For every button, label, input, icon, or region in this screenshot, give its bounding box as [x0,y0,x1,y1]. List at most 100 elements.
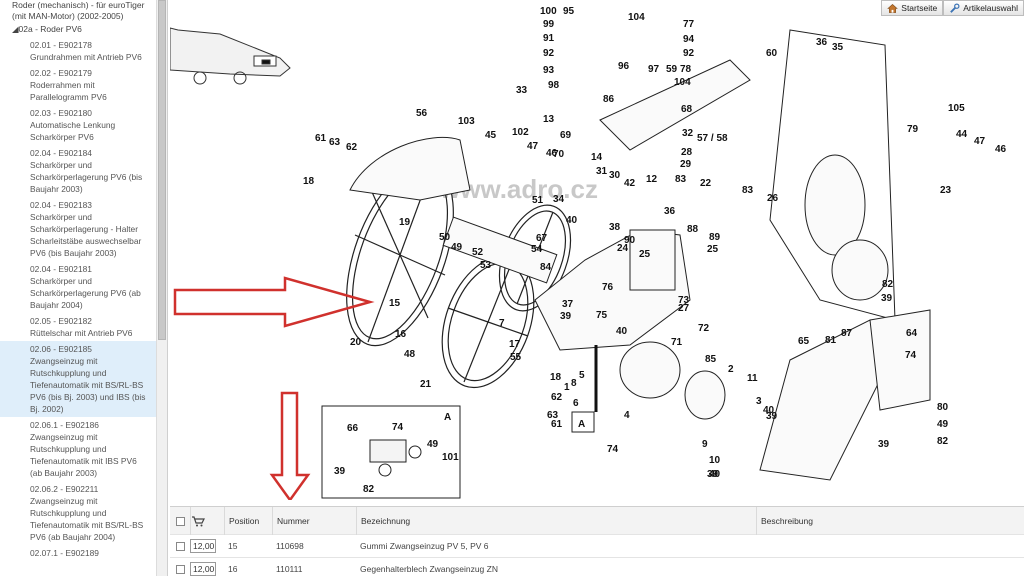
row-checkbox[interactable] [176,542,185,552]
part-number-label[interactable]: 24 [617,243,629,254]
part-number-label[interactable]: 100 [540,6,557,17]
part-number-label[interactable]: 61 [315,133,327,144]
part-number-label[interactable]: 93 [543,65,555,76]
header-description[interactable]: Beschreibung [756,506,1024,535]
part-number-label[interactable]: 32 [682,128,694,139]
part-number-label[interactable]: 99 [543,19,555,30]
part-number-label[interactable]: 75 [596,310,608,321]
part-number-label[interactable]: 39 [707,469,719,480]
part-number-label[interactable]: 90 [624,235,636,246]
part-number-label[interactable]: 63 [547,410,559,421]
part-number-label[interactable]: 13 [543,114,555,125]
part-number-label[interactable]: 52 [472,247,484,258]
row-qty[interactable] [190,562,224,576]
part-number-label[interactable]: 6 [573,398,579,409]
part-number-label[interactable]: 59 [666,64,678,75]
part-number-label[interactable]: 76 [602,282,614,293]
quantity-input[interactable] [190,539,216,553]
part-number-label[interactable]: 10 [709,455,721,466]
part-number-label[interactable]: 87 [841,328,853,339]
part-number-label[interactable]: 37 [562,299,574,310]
part-number-label[interactable]: 84 [540,262,552,273]
part-number-label[interactable]: 11 [747,373,758,384]
part-number-label[interactable]: 44 [956,129,968,140]
part-number-label[interactable]: 5 [579,370,585,381]
part-number-label[interactable]: 49 [937,419,949,430]
sidebar-scrollbar[interactable] [156,0,167,576]
part-number-label[interactable]: 46 [995,144,1007,155]
part-number-label[interactable]: 36 [816,37,828,48]
part-number-label[interactable]: 20 [350,337,362,348]
part-number-label[interactable]: 85 [705,354,717,365]
part-number-label[interactable]: 94 [683,34,695,45]
part-number-label[interactable]: 33 [516,85,528,96]
part-number-label[interactable]: 66 [347,423,359,434]
part-number-label[interactable]: 40 [616,326,628,337]
header-designation[interactable]: Bezeichnung [356,506,756,535]
part-number-label[interactable]: 54 [531,244,543,255]
tree-item[interactable]: 02.07.1 - E902189 [0,545,156,561]
part-number-label[interactable]: 83 [675,174,687,185]
part-number-label[interactable]: 7 [499,318,505,329]
part-number-label[interactable]: 31 [596,166,608,177]
part-number-label[interactable]: 104 [628,12,645,23]
part-number-label[interactable]: 67 [536,233,548,244]
part-number-label[interactable]: 74 [905,350,917,361]
part-number-label[interactable]: 1 [564,382,570,393]
header-number[interactable]: Nummer [272,506,356,535]
part-number-label[interactable]: 45 [485,130,497,141]
part-number-label[interactable]: 56 [416,108,428,119]
part-number-label[interactable]: 8 [571,378,577,389]
part-number-label[interactable]: 74 [607,444,619,455]
part-number-label[interactable]: 12 [646,174,658,185]
part-number-label[interactable]: 53 [480,260,492,271]
quantity-input[interactable] [190,562,216,576]
part-number-label[interactable]: 26 [767,193,779,204]
part-number-label[interactable]: 63 [329,137,341,148]
part-number-label[interactable]: 79 [907,124,919,135]
part-number-label[interactable]: 42 [624,178,636,189]
select-all-checkbox[interactable] [176,516,185,526]
part-number-label[interactable]: 21 [420,379,432,390]
part-number-label[interactable]: 25 [707,244,719,255]
part-number-label[interactable]: 62 [551,392,563,403]
row-select[interactable] [176,564,190,575]
part-number-label[interactable]: 27 [678,303,690,314]
part-number-label[interactable]: 98 [548,80,560,91]
part-number-label[interactable]: 81 [825,335,837,346]
part-number-label[interactable]: 102 [512,127,529,138]
part-number-label[interactable]: 25 [639,249,651,260]
part-number-label[interactable]: 16 [395,329,407,340]
part-number-label[interactable]: 40 [709,469,721,480]
part-number-label[interactable]: 46 [546,148,558,159]
part-number-label[interactable]: 36 [664,206,676,217]
part-number-label[interactable]: 60 [766,48,778,59]
part-number-label[interactable]: 104 [674,77,691,88]
part-number-label[interactable]: 82 [882,279,894,290]
part-number-label[interactable]: 39 [766,411,778,422]
part-number-label[interactable]: 82 [363,484,375,495]
part-number-label[interactable]: 49 [451,242,463,253]
part-number-label[interactable]: 28 [681,147,693,158]
part-number-label[interactable]: 86 [603,94,615,105]
part-number-label[interactable]: 96 [618,61,630,72]
part-number-label[interactable]: 73 [678,295,690,306]
row-qty[interactable] [190,539,224,553]
part-number-label[interactable]: 40 [763,405,775,416]
part-number-label[interactable]: 62 [346,142,358,153]
part-number-label[interactable]: 14 [591,152,603,163]
part-number-label[interactable]: 48 [404,349,416,360]
part-number-label[interactable]: 88 [687,224,699,235]
part-number-label[interactable]: 55 [510,352,522,363]
part-number-label[interactable]: 65 [798,336,810,347]
part-number-label[interactable]: 83 [742,185,754,196]
part-number-label[interactable]: 17 [509,339,521,350]
part-number-label[interactable]: 68 [681,104,693,115]
